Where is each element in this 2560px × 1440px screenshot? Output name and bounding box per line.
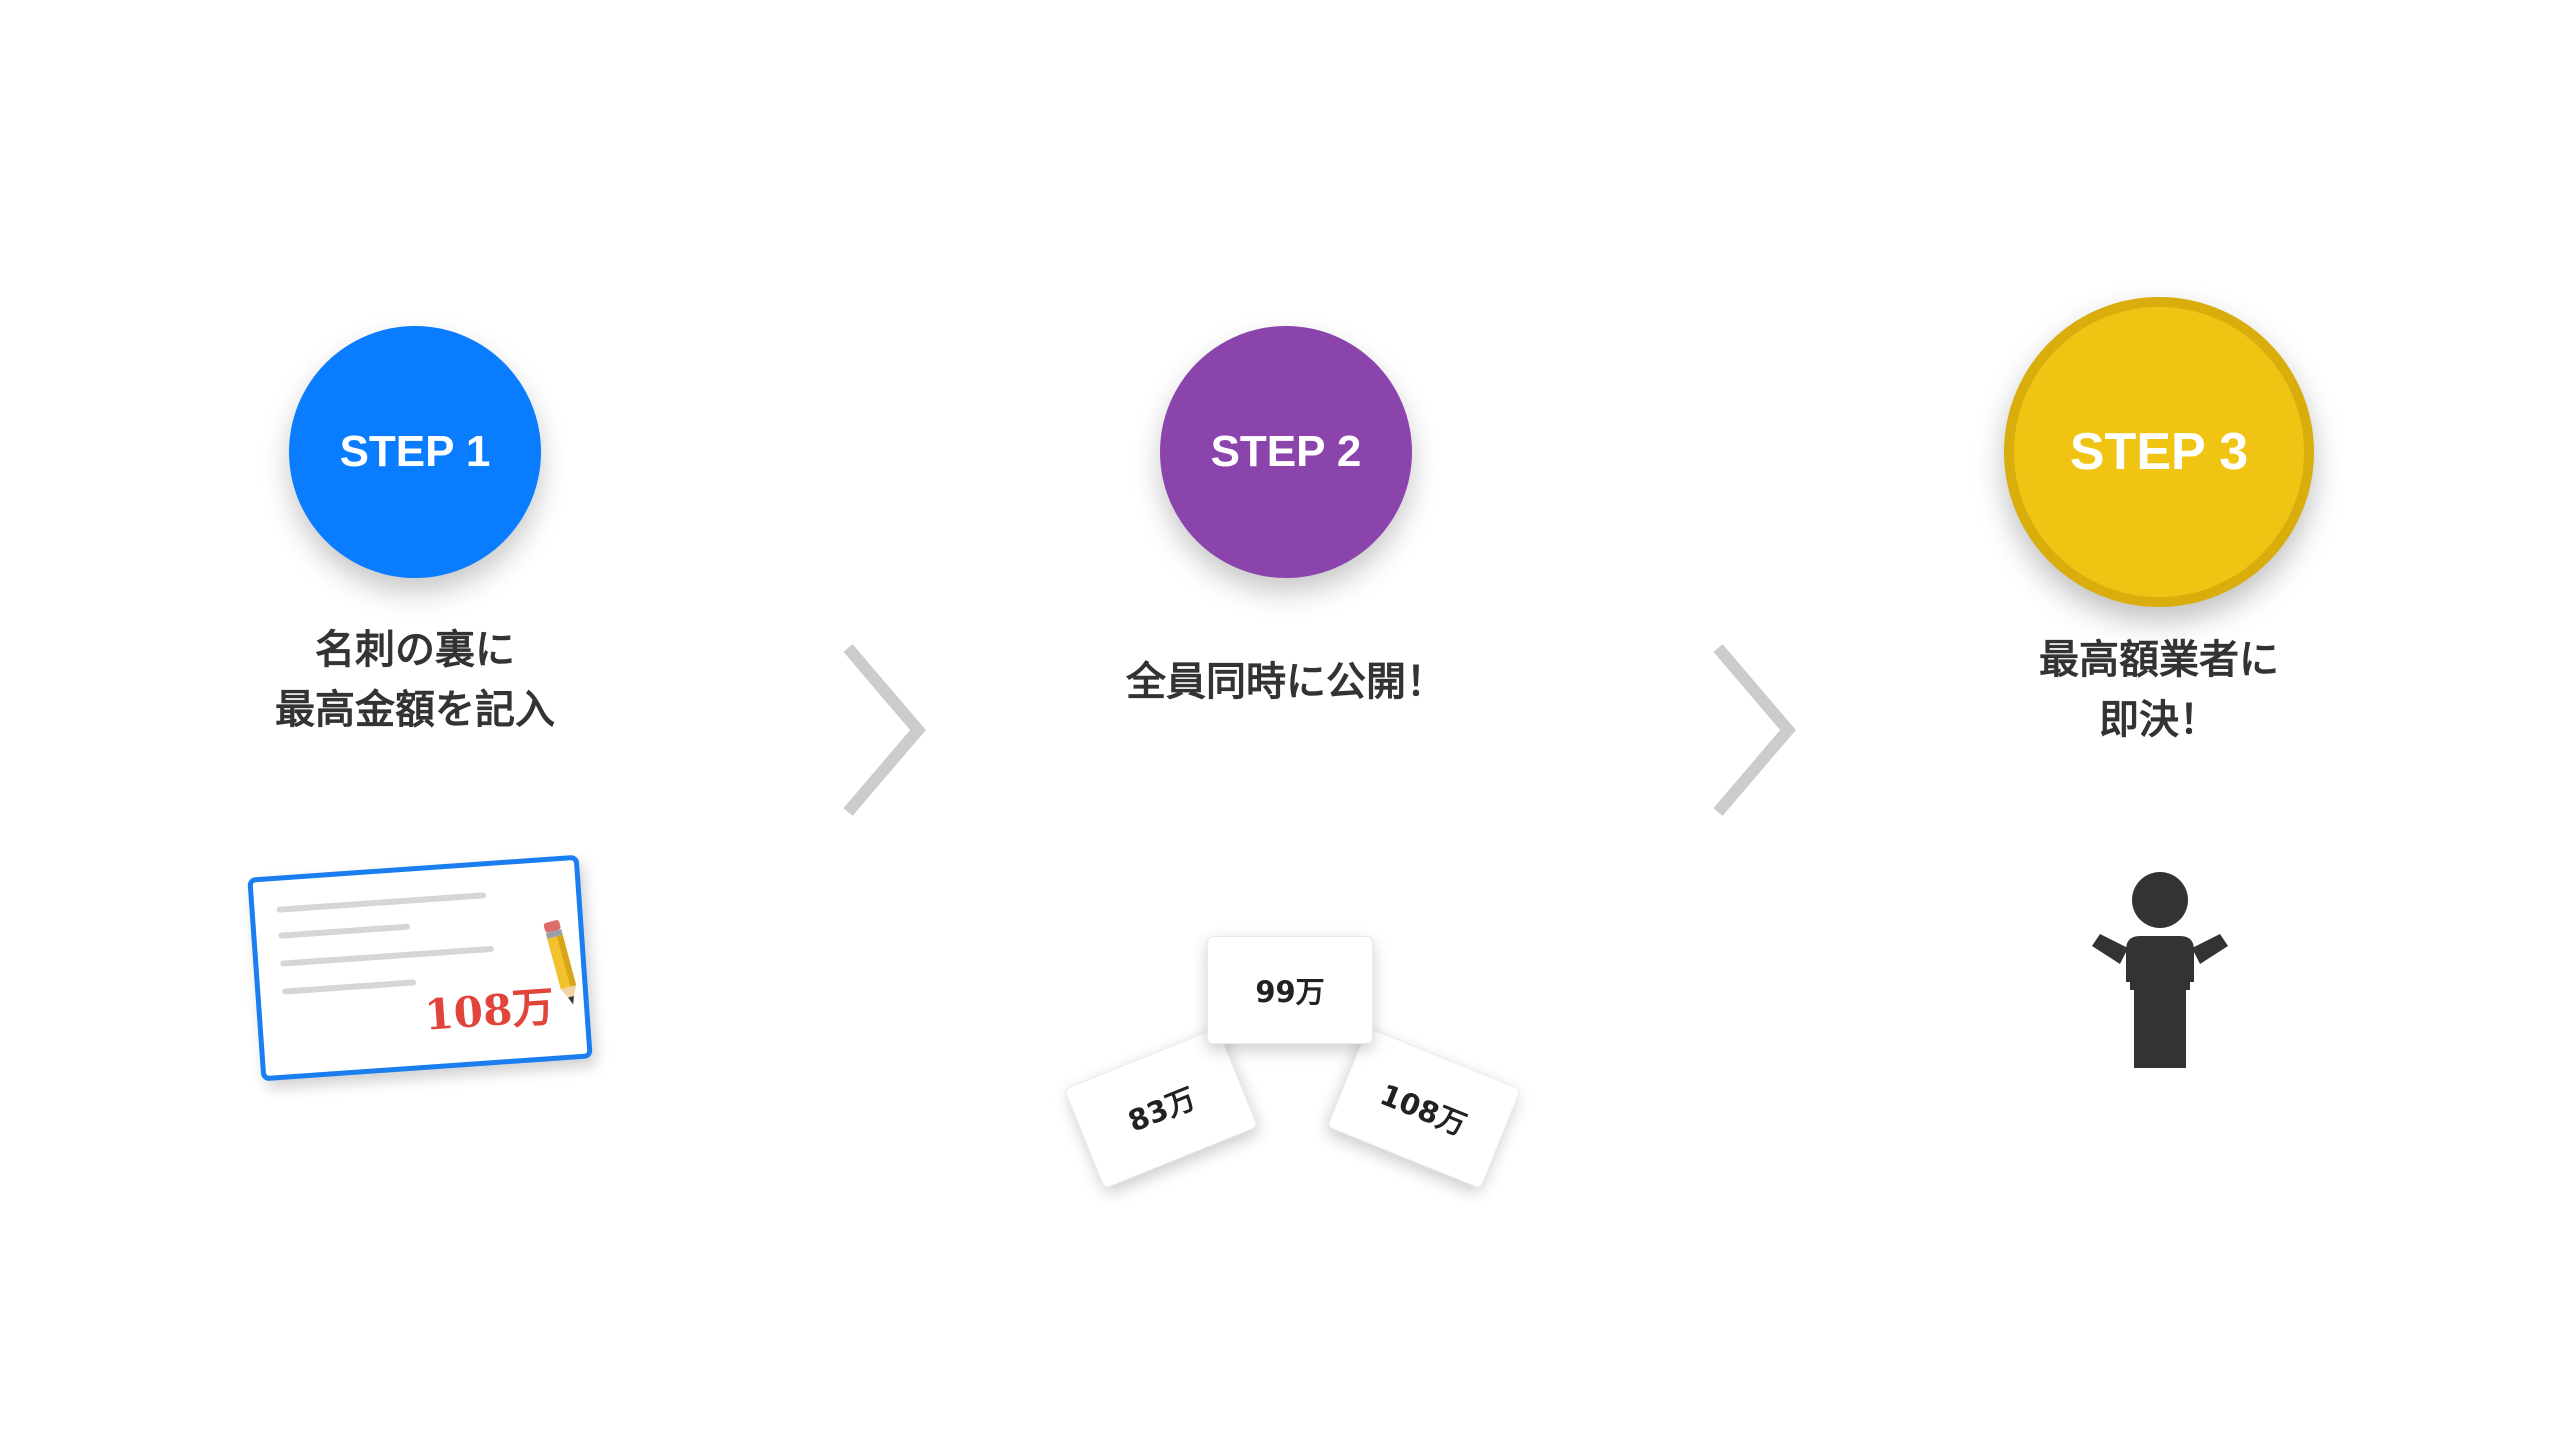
step-1-caption: 名刺の裏に 最高金額を記入 xyxy=(215,620,615,740)
card-text-line xyxy=(280,945,495,967)
step-3-caption-line-1: 最高額業者に xyxy=(2039,637,2279,683)
step-2-caption-line-1: 全員同時に公開！ xyxy=(1126,659,1446,705)
step-1-badge-text: STEP 1 xyxy=(339,427,491,476)
bid-card-right-amount: 108万 xyxy=(1375,1077,1472,1143)
card-text-line xyxy=(282,979,417,995)
step-2-badge: STEP 2 xyxy=(1160,326,1412,578)
bid-card-middle: 99万 xyxy=(1207,936,1373,1044)
step-3-caption-line-2: 即決！ xyxy=(2099,697,2219,743)
chevron-right-icon xyxy=(1713,644,1796,816)
step-2-caption: 全員同時に公開！ xyxy=(1036,652,1536,712)
business-card-illustration: 108万 xyxy=(247,854,593,1082)
step-2-badge-text: STEP 2 xyxy=(1210,427,1362,476)
step-1-caption-line-2: 最高金額を記入 xyxy=(275,687,555,733)
step-3-badge: STEP 3 xyxy=(2004,297,2314,607)
step-3-badge-text: STEP 3 xyxy=(2069,423,2249,481)
card-text-line xyxy=(278,923,411,939)
bid-card-middle-amount: 99万 xyxy=(1255,975,1325,1009)
bid-card-left-amount: 83万 xyxy=(1123,1081,1201,1139)
person-icon xyxy=(2092,872,2228,1068)
card-written-amount: 108万 xyxy=(422,981,556,1040)
step-3-caption: 最高額業者に 即決！ xyxy=(1959,630,2359,750)
step-1-caption-line-1: 名刺の裏に xyxy=(315,627,515,673)
bid-card-left: 83万 xyxy=(1063,1026,1259,1190)
card-text-line xyxy=(276,892,487,913)
chevron-right-icon xyxy=(843,644,926,816)
step-1-badge: STEP 1 xyxy=(289,326,541,578)
pencil-icon xyxy=(543,920,577,1005)
bid-card-right: 108万 xyxy=(1326,1026,1522,1190)
